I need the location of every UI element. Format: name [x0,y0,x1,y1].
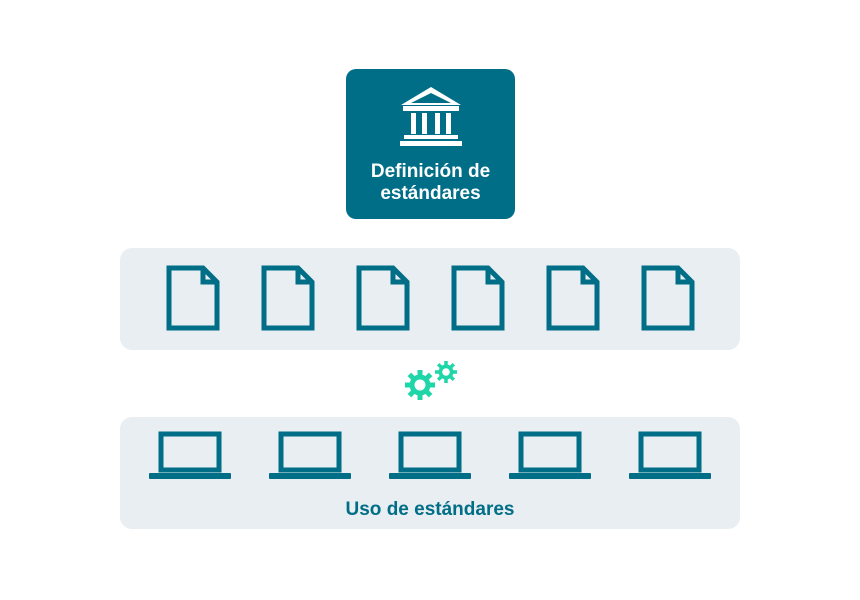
laptop-icon [389,431,471,479]
laptop-icon [629,431,711,479]
standards-usage-label: Uso de estándares [345,499,515,520]
documents-panel [120,248,740,350]
document-icon [451,265,505,331]
document-icon [356,265,410,331]
institution-icon [400,87,462,146]
document-icon [641,265,695,331]
gears-icon [405,361,457,400]
document-icon [166,265,220,331]
standards-definition-box: Definición de estándares [346,69,515,219]
document-icon [261,265,315,331]
laptop-icon [149,431,231,479]
standards-definition-label: Definición de estándares [370,161,491,204]
laptop-icon [509,431,591,479]
laptop-icon [269,431,351,479]
standards-usage-panel: Uso de estándares [120,417,740,529]
document-icon [546,265,600,331]
